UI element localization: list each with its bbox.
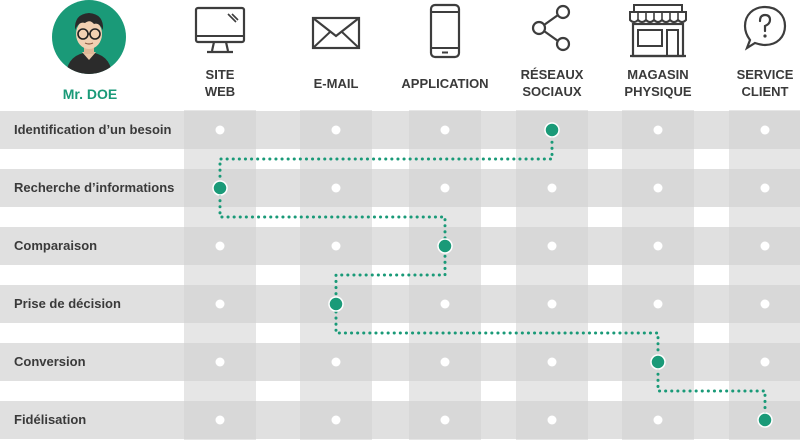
- grid-dot: [760, 125, 770, 135]
- stage-label: Recherche d’informations: [14, 180, 175, 195]
- grid-dot: [653, 299, 663, 309]
- grid-dot: [760, 183, 770, 193]
- grid-dot: [440, 357, 450, 367]
- stage-label: Conversion: [14, 354, 86, 369]
- stage-label: Comparaison: [14, 238, 98, 253]
- grid-dot: [547, 183, 557, 193]
- journey-point-3: [437, 238, 453, 254]
- grid-dot: [440, 415, 450, 425]
- grid-dot: [760, 357, 770, 367]
- grid-dot: [215, 415, 225, 425]
- journey-point-1: [544, 122, 560, 138]
- channel-label-line: E-MAIL: [313, 76, 359, 91]
- grid-dot: [215, 299, 225, 309]
- grid-dot: [331, 415, 341, 425]
- avatar: [52, 0, 126, 74]
- grid-dot: [215, 125, 225, 135]
- grid-dot: [440, 125, 450, 135]
- grid-dot: [215, 241, 225, 251]
- channel-label: SITE WEB: [160, 66, 280, 100]
- avatar-illustration: [66, 13, 112, 74]
- grid-dot: [547, 415, 557, 425]
- column-band-social: [516, 110, 588, 440]
- channel-label-line: WEB: [204, 84, 236, 99]
- channel-label: E-MAIL: [276, 75, 396, 92]
- channel-label-line: SERVICE: [736, 67, 794, 82]
- channel-label: APPLICATION: [385, 75, 505, 92]
- grid-dot: [547, 357, 557, 367]
- channel-label: RÉSEAUX SOCIAUX: [492, 66, 612, 100]
- envelope-icon: [310, 2, 362, 63]
- channel-label-line: CLIENT: [741, 84, 789, 99]
- journey-point-2: [212, 180, 228, 196]
- stage-label: Fidélisation: [14, 412, 87, 427]
- grid-dot: [331, 357, 341, 367]
- channel-label-line: PHYSIQUE: [624, 84, 692, 99]
- stage-label: Prise de décision: [14, 296, 121, 311]
- grid-dot: [331, 125, 341, 135]
- channel-label-line: APPLICATION: [401, 76, 489, 91]
- grid-dot: [760, 299, 770, 309]
- grid-dot: [653, 125, 663, 135]
- grid-dot: [331, 241, 341, 251]
- stage-label: Identification d’un besoin: [14, 122, 172, 137]
- share-icon: [529, 2, 575, 59]
- grid-dot: [547, 299, 557, 309]
- grid-dot: [440, 299, 450, 309]
- grid-dot: [215, 357, 225, 367]
- channel-header-web: SITE WEB: [160, 0, 280, 110]
- smartphone-icon: [427, 2, 463, 65]
- storefront-icon: [627, 2, 689, 65]
- grid-dot: [440, 183, 450, 193]
- journey-point-6: [757, 412, 773, 428]
- channel-label-line: MAGASIN: [627, 67, 689, 82]
- grid-dot: [331, 183, 341, 193]
- journey-point-4: [328, 296, 344, 312]
- journey-point-5: [650, 354, 666, 370]
- journey-path: [218, 128, 767, 422]
- channel-label: SERVICE CLIENT: [705, 66, 800, 100]
- channel-label-line: SITE: [205, 67, 235, 82]
- grid-dot: [547, 241, 557, 251]
- question-bubble-icon: [741, 2, 789, 59]
- channel-header-social: RÉSEAUX SOCIAUX: [492, 0, 612, 110]
- channel-header-email: E-MAIL: [276, 0, 396, 110]
- channel-header-service: SERVICE CLIENT: [705, 0, 800, 110]
- persona-name: Mr. DOE: [62, 86, 118, 102]
- column-band-service: [729, 110, 800, 440]
- channel-label-line: SOCIAUX: [522, 84, 582, 99]
- monitor-icon: [192, 2, 248, 63]
- grid-dot: [653, 183, 663, 193]
- persona: Mr. DOE: [0, 0, 180, 110]
- channel-header-app: APPLICATION: [385, 0, 505, 110]
- channel-label: MAGASIN PHYSIQUE: [598, 66, 718, 100]
- grid-dot: [760, 241, 770, 251]
- channel-header-store: MAGASIN PHYSIQUE: [598, 0, 718, 110]
- grid-dot: [653, 241, 663, 251]
- grid-dot: [653, 415, 663, 425]
- channel-label-line: RÉSEAUX: [520, 67, 584, 82]
